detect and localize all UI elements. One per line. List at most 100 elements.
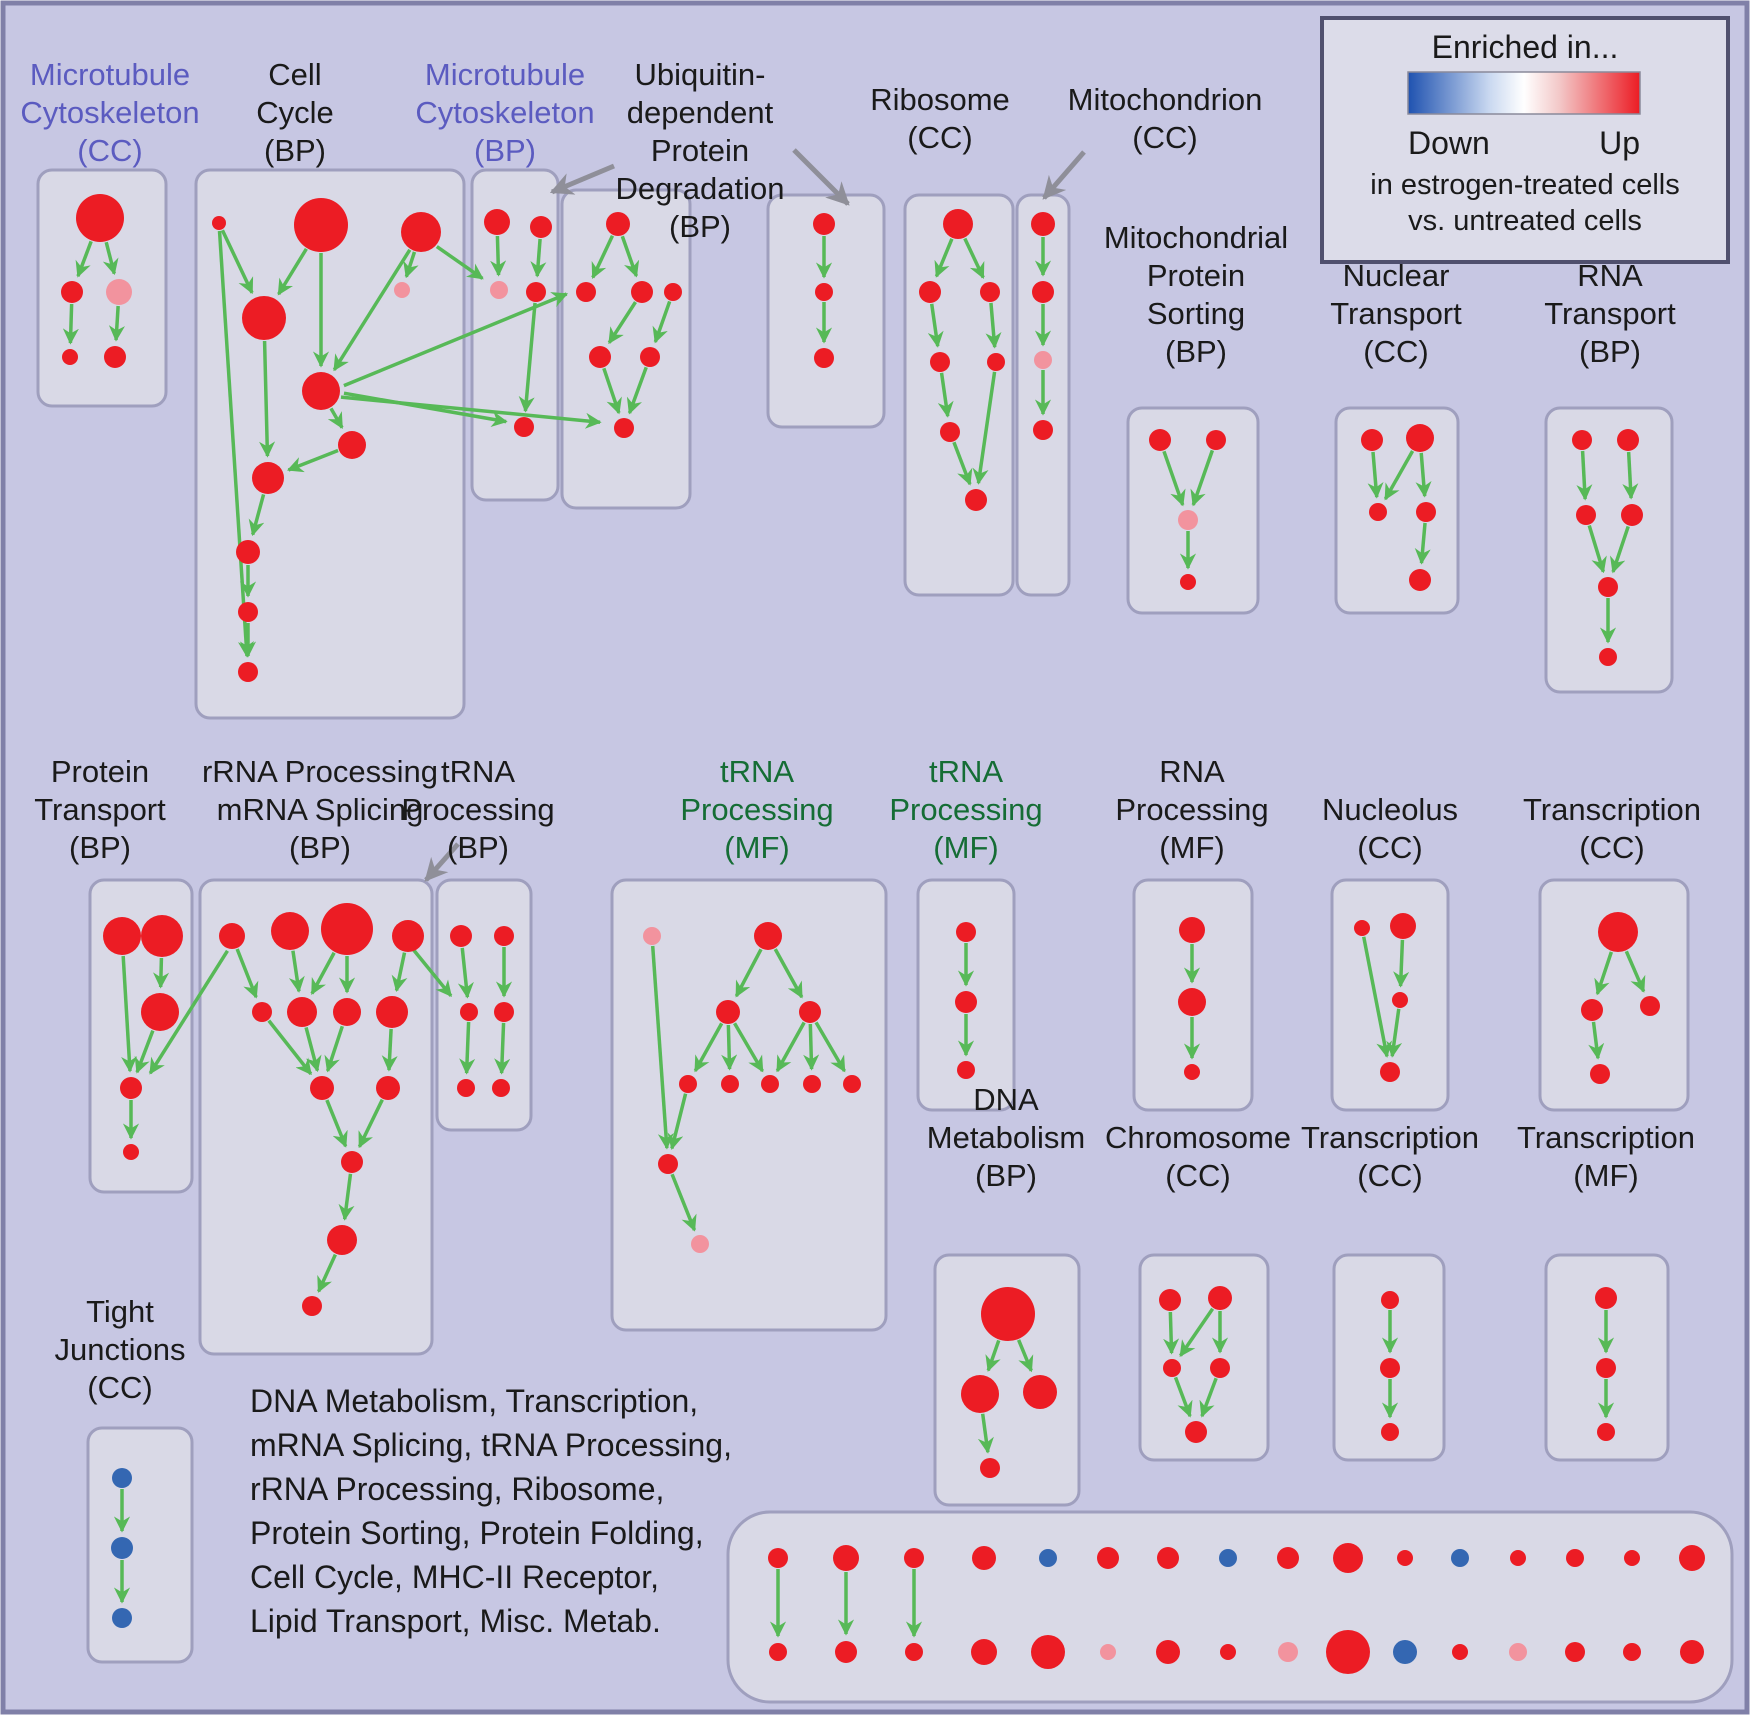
go-term-node [919,281,941,303]
network-edge [977,1413,994,1454]
network-edge [134,1030,155,1074]
network-edge [1179,1307,1215,1357]
go-term-node [1680,1640,1704,1664]
network-edge [457,947,474,999]
go-term-node [814,348,834,368]
go-term-node [972,1546,996,1570]
legend-caption-line: vs. untreated cells [1408,205,1642,237]
go-term-node [321,903,373,955]
network-edge [1367,451,1384,499]
go-term-node [1178,510,1198,530]
go-term-node [212,216,226,230]
network-edge [277,247,308,296]
go-term-node [1369,503,1387,521]
go-term-node [1617,429,1639,451]
cluster-box-misc-metabolism [726,1510,1734,1704]
go-term-node [236,540,260,564]
go-term-node [631,281,653,303]
go-term-node [1597,1423,1615,1441]
go-term-node [111,1537,133,1559]
go-term-node [716,1000,740,1024]
legend-up-label: Up [1599,125,1640,161]
network-edge [1415,452,1432,498]
network-edge [1386,1008,1403,1058]
network-edge [1162,450,1186,507]
go-term-node [957,1061,975,1079]
go-term-node [769,1643,787,1661]
network-edge [934,238,954,278]
cluster-label-chromosome-cc: Chromosome(CC) [1105,1120,1291,1193]
network-edge [490,235,507,277]
cluster-box-transcription-cc-bottom [1332,1253,1446,1462]
go-term-node [1565,1642,1585,1662]
network-edge [1361,936,1393,1058]
go-term-node [1596,1358,1616,1378]
go-term-node [1381,1423,1399,1441]
cluster-box-nuclear-transport-cc [1334,406,1460,615]
go-term-node [333,998,361,1026]
go-term-node [1277,1547,1299,1569]
go-term-node [799,1001,821,1023]
go-term-node [494,1002,514,1022]
go-term-node [1220,1644,1236,1660]
network-edge [721,1024,738,1071]
go-term-node [1416,502,1436,522]
go-term-node [813,213,835,235]
go-term-node [815,283,833,301]
label-pointer-arrow [424,842,460,882]
go-term-node [1390,913,1416,939]
go-term-node [971,1639,997,1665]
go-term-node [905,1643,923,1661]
go-term-node [490,281,508,299]
cluster-box-trna-processing-bp [435,878,533,1132]
network-edge [773,948,804,999]
network-edge [607,301,637,345]
go-term-node [956,922,976,942]
go-term-node [238,602,258,622]
legend-caption-line: in estrogen-treated cells [1370,169,1680,201]
go-term-node [961,1375,999,1413]
network-edge [340,395,602,429]
go-term-node [1361,429,1383,451]
go-term-node [1210,1358,1230,1378]
go-term-node [252,1002,272,1022]
network-edge [338,1173,355,1221]
go-term-node [141,915,183,957]
go-term-node [1581,999,1603,1021]
network-edge [259,340,276,458]
network-edge [952,441,973,486]
network-edge [248,493,266,537]
network-edge [288,950,305,993]
network-edge [343,292,569,388]
go-term-node [1598,577,1618,597]
network-edge [602,367,622,415]
network-edge [652,300,672,344]
go-term-node [1023,1375,1057,1409]
network-edge [734,948,763,998]
go-term-node [76,194,124,242]
go-term-node [721,1075,739,1093]
go-term-node [287,997,317,1027]
network-edge [459,1021,476,1075]
go-term-node [1219,1549,1237,1567]
go-term-node [1381,1291,1399,1309]
network-edge [626,366,648,415]
go-term-node [1180,574,1196,590]
go-term-node [1039,1549,1057,1567]
go-term-node [1206,430,1226,450]
layer-nodes [61,194,1705,1674]
network-edge [1173,1376,1193,1418]
go-term-node [1566,1549,1584,1567]
cluster-label-transcription-cc-bottom: Transcription(CC) [1301,1120,1479,1193]
network-edge [693,1022,724,1073]
go-term-node [310,1076,334,1100]
go-term-node [1452,1644,1468,1660]
network-edge [518,302,537,413]
go-term-node [614,418,634,438]
